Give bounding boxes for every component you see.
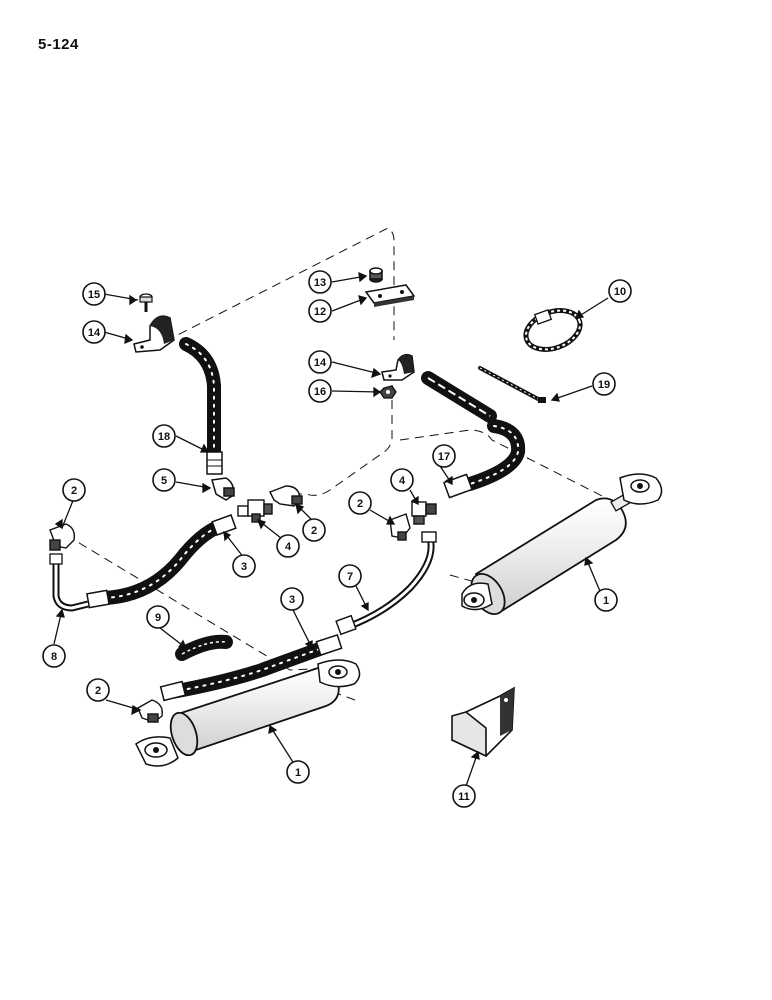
callout-18: 18 [152,424,176,448]
part-2-elbow-right [389,513,411,541]
callout-15: 15 [82,282,106,306]
svg-text:3: 3 [289,594,295,606]
part-5-elbow [211,477,235,501]
part-14-clamp-right [381,353,415,381]
tube-upper-right [421,371,497,423]
svg-text:8: 8 [51,651,57,663]
svg-text:1: 1 [295,767,301,779]
part-13-spacer [369,267,383,283]
callout-13: 13 [308,270,332,294]
callout-8: 8 [42,644,66,668]
callout-9: 9 [146,605,170,629]
svg-text:19: 19 [598,379,610,391]
callout-12: 12 [308,299,332,323]
callout-2-lower: 2 [86,678,110,702]
part-9-hose-sleeve [175,634,233,661]
callout-10: 10 [608,279,632,303]
svg-text:1: 1 [603,595,609,607]
part-11-bracket [450,686,515,758]
part-15-bolt [139,293,153,312]
svg-text:9: 9 [155,612,161,624]
svg-text:4: 4 [285,541,292,553]
svg-text:18: 18 [158,431,170,443]
part-17-hose [443,419,526,499]
part-1-cylinder-left [135,659,361,767]
part-16-nut [379,385,397,399]
callout-2-left: 2 [62,478,86,502]
svg-text:14: 14 [88,327,101,339]
part-14-clamp-left [133,315,175,353]
svg-text:2: 2 [311,525,317,537]
callout-2-top: 2 [302,518,326,542]
callout-1-left: 1 [286,760,310,784]
callout-17: 17 [432,444,456,468]
callout-19: 19 [592,372,616,396]
svg-text:5: 5 [161,475,167,487]
svg-text:17: 17 [438,451,450,463]
callout-3-lower: 3 [280,587,304,611]
callout-14-left: 14 [82,320,106,344]
callout-1-right: 1 [594,588,618,612]
svg-text:3: 3 [241,561,247,573]
part-3-hose-lower [159,633,343,702]
callout-3-upper: 3 [232,554,256,578]
callouts: 15 14 13 12 14 16 10 19 18 5 17 4 2 2 2 … [42,270,632,808]
part-4-tee-right [411,501,437,525]
part-2-elbow-left [49,523,76,551]
part-18-hose [179,337,223,475]
svg-text:11: 11 [458,791,470,803]
part-7-tube [335,531,437,636]
part-10-hose-clamp [523,308,583,352]
svg-text:4: 4 [399,475,406,487]
svg-text:2: 2 [71,485,77,497]
part-12-plate [364,284,416,307]
svg-text:10: 10 [614,286,626,298]
svg-text:2: 2 [357,498,363,510]
callout-16: 16 [308,379,332,403]
callout-2-right: 2 [348,491,372,515]
svg-text:12: 12 [314,306,326,318]
svg-text:13: 13 [314,277,326,289]
callout-5: 5 [152,468,176,492]
part-19-cable-tie [478,366,546,403]
part-4-tee-left [237,499,273,523]
part-3-hose-upper [86,514,237,609]
svg-text:7: 7 [347,571,353,583]
svg-text:2: 2 [95,685,101,697]
part-2-elbow-lower [137,699,163,723]
callout-11: 11 [452,784,476,808]
svg-text:16: 16 [314,386,326,398]
part-2-elbow-top [269,485,303,507]
callout-4-right: 4 [390,468,414,492]
page-number: 5-124 [38,36,79,53]
callout-4-left: 4 [276,534,300,558]
part-8-tube [49,553,89,612]
callout-7: 7 [338,564,362,588]
callout-14-right: 14 [308,350,332,374]
svg-text:15: 15 [88,289,100,301]
svg-text:14: 14 [314,357,327,369]
part-1-cylinder-right [461,473,663,615]
